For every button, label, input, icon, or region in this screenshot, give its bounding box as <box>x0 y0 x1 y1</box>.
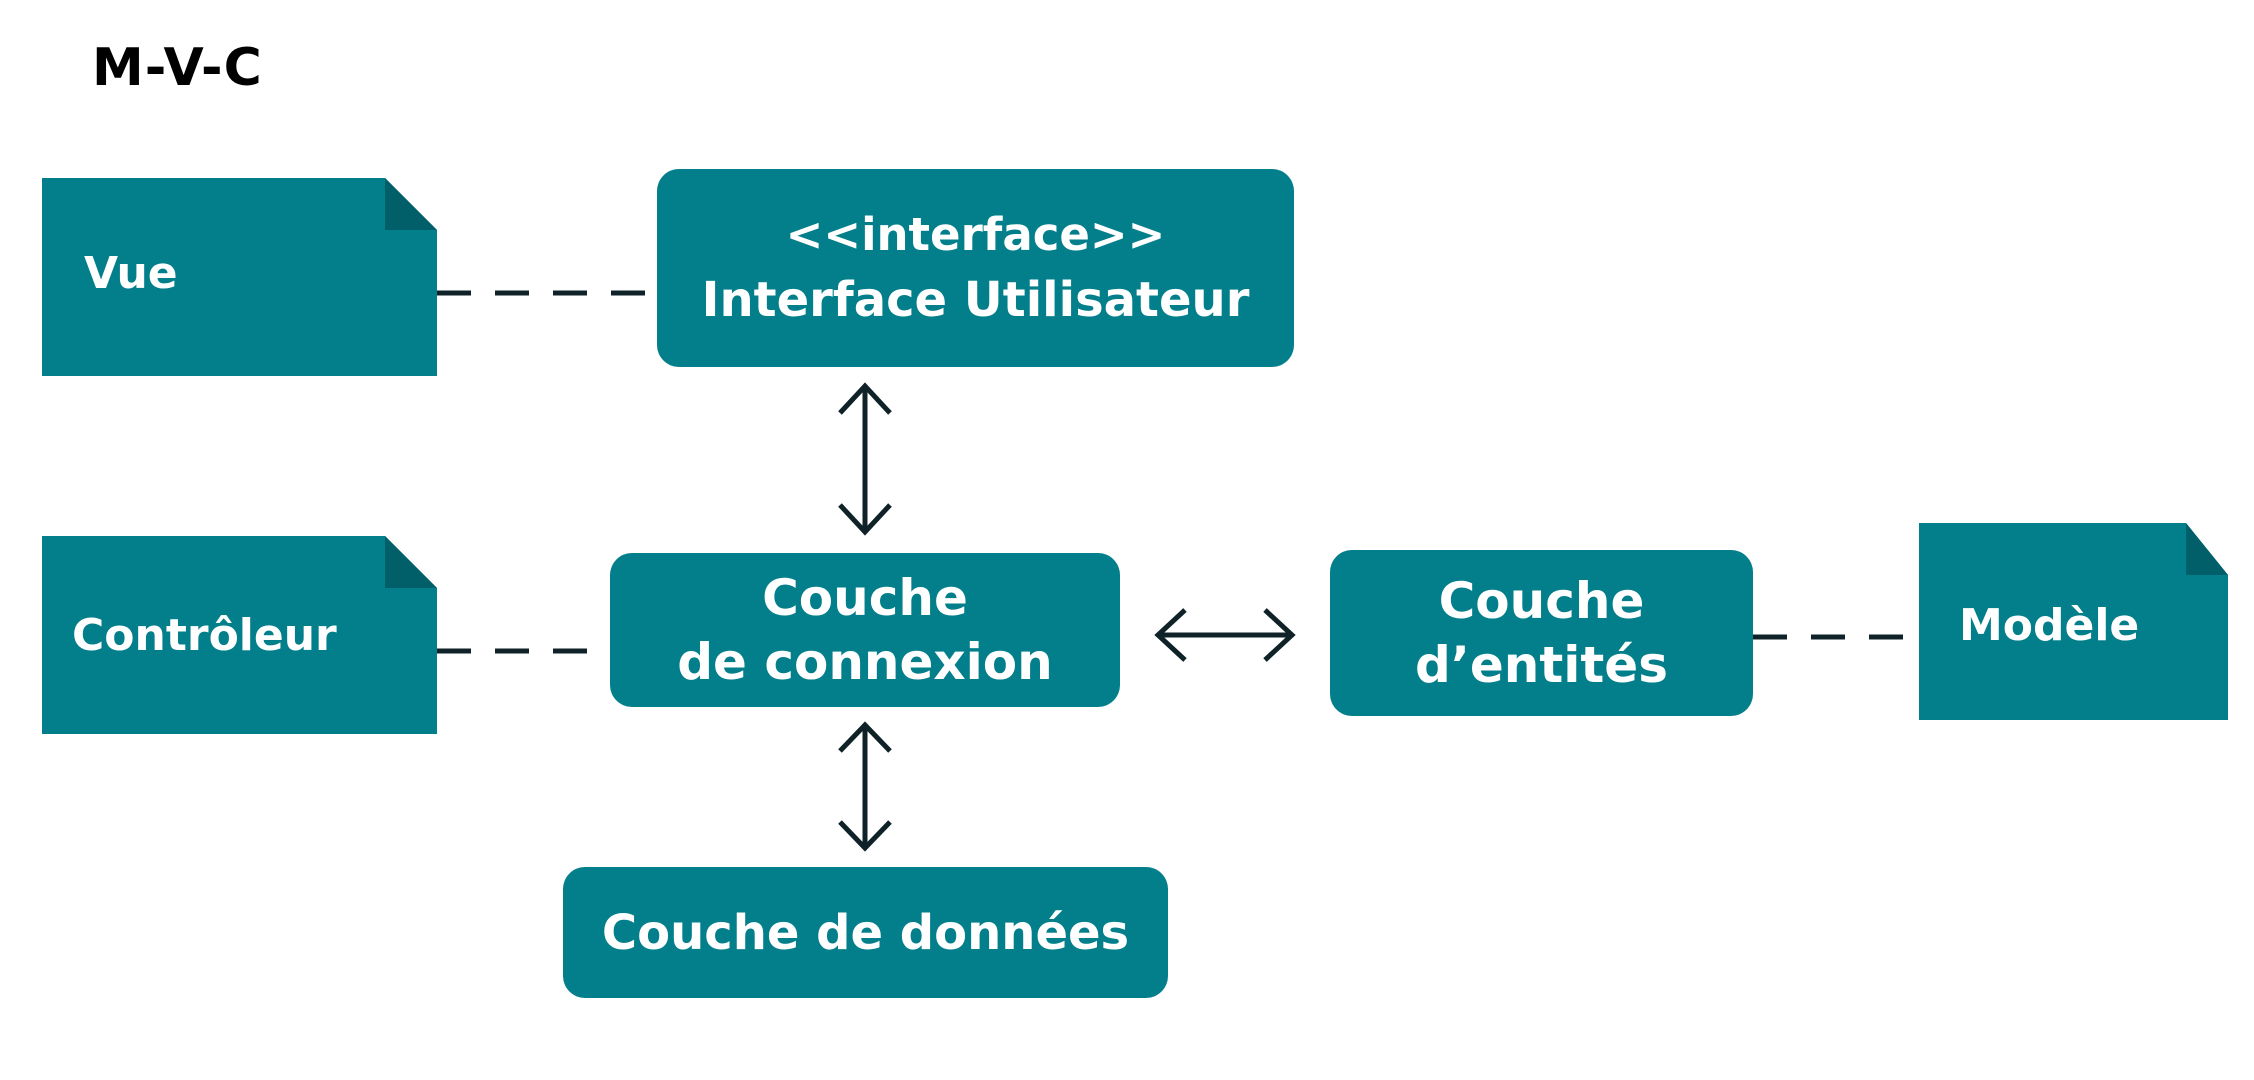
note-vue-label: Vue <box>84 248 178 299</box>
interface-name: Interface Utilisateur <box>701 272 1250 328</box>
note-controleur-label: Contrôleur <box>72 610 337 661</box>
note-vue-shape <box>42 178 437 376</box>
interface-stereotype: <<interface>> <box>785 208 1166 261</box>
note-controleur-shape <box>42 536 437 734</box>
arrow-connexion-entites <box>1154 608 1296 662</box>
arrow-interface-connexion <box>838 382 892 536</box>
note-modele-shape <box>1919 523 2228 720</box>
connexion-line1: Couche <box>762 569 968 627</box>
donnees-label: Couche de données <box>601 904 1130 961</box>
entites-line2: d’entités <box>1415 636 1668 694</box>
connexion-line2: de connexion <box>677 633 1053 691</box>
couche-entites-box: Couche d’entités <box>1330 550 1753 716</box>
note-modele-label: Modèle <box>1959 600 2140 651</box>
diagram-title: M-V-C <box>92 38 263 98</box>
entites-line1: Couche <box>1438 572 1645 630</box>
arrow-connexion-donnees <box>838 721 892 852</box>
couche-connexion-box: Couche de connexion <box>610 553 1120 707</box>
interface-utilisateur-box: <<interface>> Interface Utilisateur <box>657 169 1294 367</box>
couche-donnees-box: Couche de données <box>563 867 1168 998</box>
